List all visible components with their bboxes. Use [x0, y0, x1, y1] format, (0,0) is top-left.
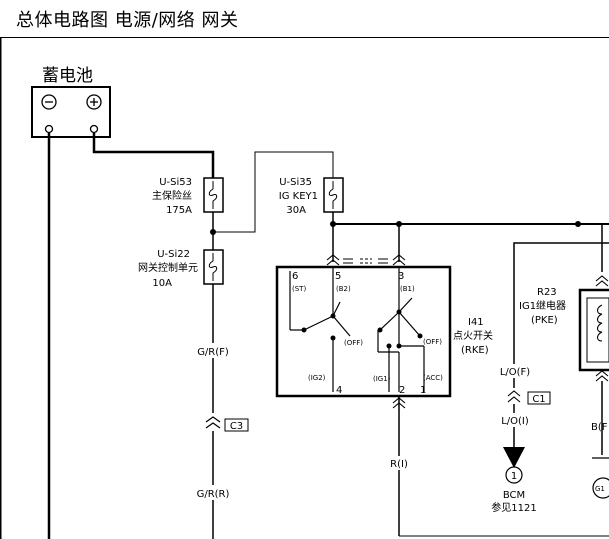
wire-label-lo-f: L/O(F) — [500, 367, 530, 378]
switch-type: (RKE) — [461, 345, 489, 356]
page-title: 总体电路图 电源/网络 网关 — [16, 10, 239, 31]
wire-label-gr-f: G/R(F) — [197, 347, 229, 358]
fuse-igkey-id: U-Si35 — [279, 177, 312, 188]
connector-pin2-icon — [392, 397, 406, 409]
fuse-gateway-rating: 10A — [152, 278, 172, 289]
switch-id: I41 — [468, 317, 484, 328]
wire-label-b-f: B(F — [591, 422, 608, 433]
pin-4: 4 — [336, 385, 342, 396]
fuse-igkey-rating: 30A — [286, 205, 306, 216]
switch-contacts — [289, 267, 425, 392]
arrow-down-icon — [503, 447, 525, 468]
fuse-gateway-icon — [208, 253, 218, 281]
pin-5: 5 — [335, 271, 341, 282]
label-bg — [386, 456, 412, 470]
bcm-ref: 参见1121 — [491, 501, 536, 514]
fuse-gateway-id: U-Si22 — [157, 249, 190, 260]
conn-bg — [505, 388, 523, 404]
pin-3: 3 — [398, 271, 404, 282]
battery-label: 蓄电池 — [42, 66, 93, 86]
connector-c1-label: C1 — [532, 394, 545, 405]
switch-top-connector — [326, 254, 406, 266]
battery-pos-terminal — [89, 124, 99, 134]
label-bg — [195, 343, 232, 358]
relay-coil-icon — [596, 304, 603, 342]
switch-name: 点火开关 — [453, 329, 493, 342]
wire-lo — [513, 242, 609, 456]
battery-box — [31, 86, 111, 138]
fuse-main: U-Si53 主保险丝 175A — [152, 177, 224, 216]
fuse-igkey-name: IG KEY1 — [279, 191, 318, 202]
battery-negative-icon — [41, 94, 57, 110]
connector-c3-icon — [205, 416, 221, 429]
pos-ig1: (IG1) — [373, 375, 391, 383]
wire-label-lo-i: L/O(I) — [501, 416, 529, 427]
pin-6: 6 — [292, 271, 298, 282]
battery-positive-wire — [92, 133, 215, 178]
pos-b2: (B2) — [336, 285, 351, 293]
relay-connector-bottom — [595, 370, 609, 382]
fuse-main-rating: 175A — [166, 205, 192, 216]
fuse-main-name: 主保险丝 — [152, 189, 192, 202]
pin-1: 1 — [420, 385, 426, 396]
junction-dot — [575, 221, 581, 227]
fuse-gateway-name: 网关控制单元 — [138, 261, 198, 274]
pos-acc: (ACC) — [423, 374, 443, 382]
connector-c1-box — [527, 391, 551, 405]
pin-2: 2 — [399, 385, 405, 396]
wire-label-gr-r: G/R(R) — [197, 489, 230, 500]
bcm-number: 1 — [511, 471, 517, 482]
label-bg — [496, 364, 534, 378]
pos-off-1: (OFF) — [344, 339, 363, 347]
header-bar: 总体电路图 电源/网络 网关 — [0, 0, 609, 38]
ground-label: G1 — [595, 485, 605, 493]
battery-positive-icon — [86, 94, 102, 110]
conn-bg — [205, 413, 221, 431]
fuse-main-id: U-Si53 — [159, 177, 192, 188]
bcm-name: BCM — [503, 490, 525, 501]
connector-c3-box — [224, 418, 249, 432]
ignition-switch: 6 5 3 (ST) (B2) (B1) — [275, 265, 452, 398]
label-bg — [195, 485, 232, 500]
fuse-igkey-icon — [328, 181, 338, 209]
wire-to-igkey-fuse — [213, 151, 334, 233]
connector-c3-label: C3 — [230, 421, 243, 432]
wire-label-r-i: R(I) — [390, 459, 408, 470]
pos-b1: (B1) — [400, 285, 415, 293]
battery: 蓄电池 — [31, 66, 111, 138]
connector-c1-icon — [507, 390, 521, 403]
pos-ig2: (IG2) — [308, 374, 326, 382]
relay-type: (PKE) — [531, 315, 558, 326]
pos-st: (ST) — [292, 285, 306, 293]
relay-connector-top — [595, 275, 609, 287]
bcm-circle-icon — [505, 466, 523, 484]
fuse-gateway: U-Si22 网关控制单元 10A — [138, 249, 224, 289]
relay-name: IG1继电器 — [519, 299, 566, 312]
label-bg — [498, 413, 532, 427]
relay-coil-box — [586, 297, 609, 363]
relay-box — [578, 288, 609, 372]
relay-id: R23 — [537, 287, 557, 298]
battery-neg-terminal — [44, 124, 54, 134]
pos-off-2: (OFF) — [423, 338, 442, 346]
fuse-igkey: U-Si35 IG KEY1 30A — [279, 177, 344, 216]
ground-icon — [592, 477, 609, 499]
fuse-main-icon — [208, 181, 218, 209]
